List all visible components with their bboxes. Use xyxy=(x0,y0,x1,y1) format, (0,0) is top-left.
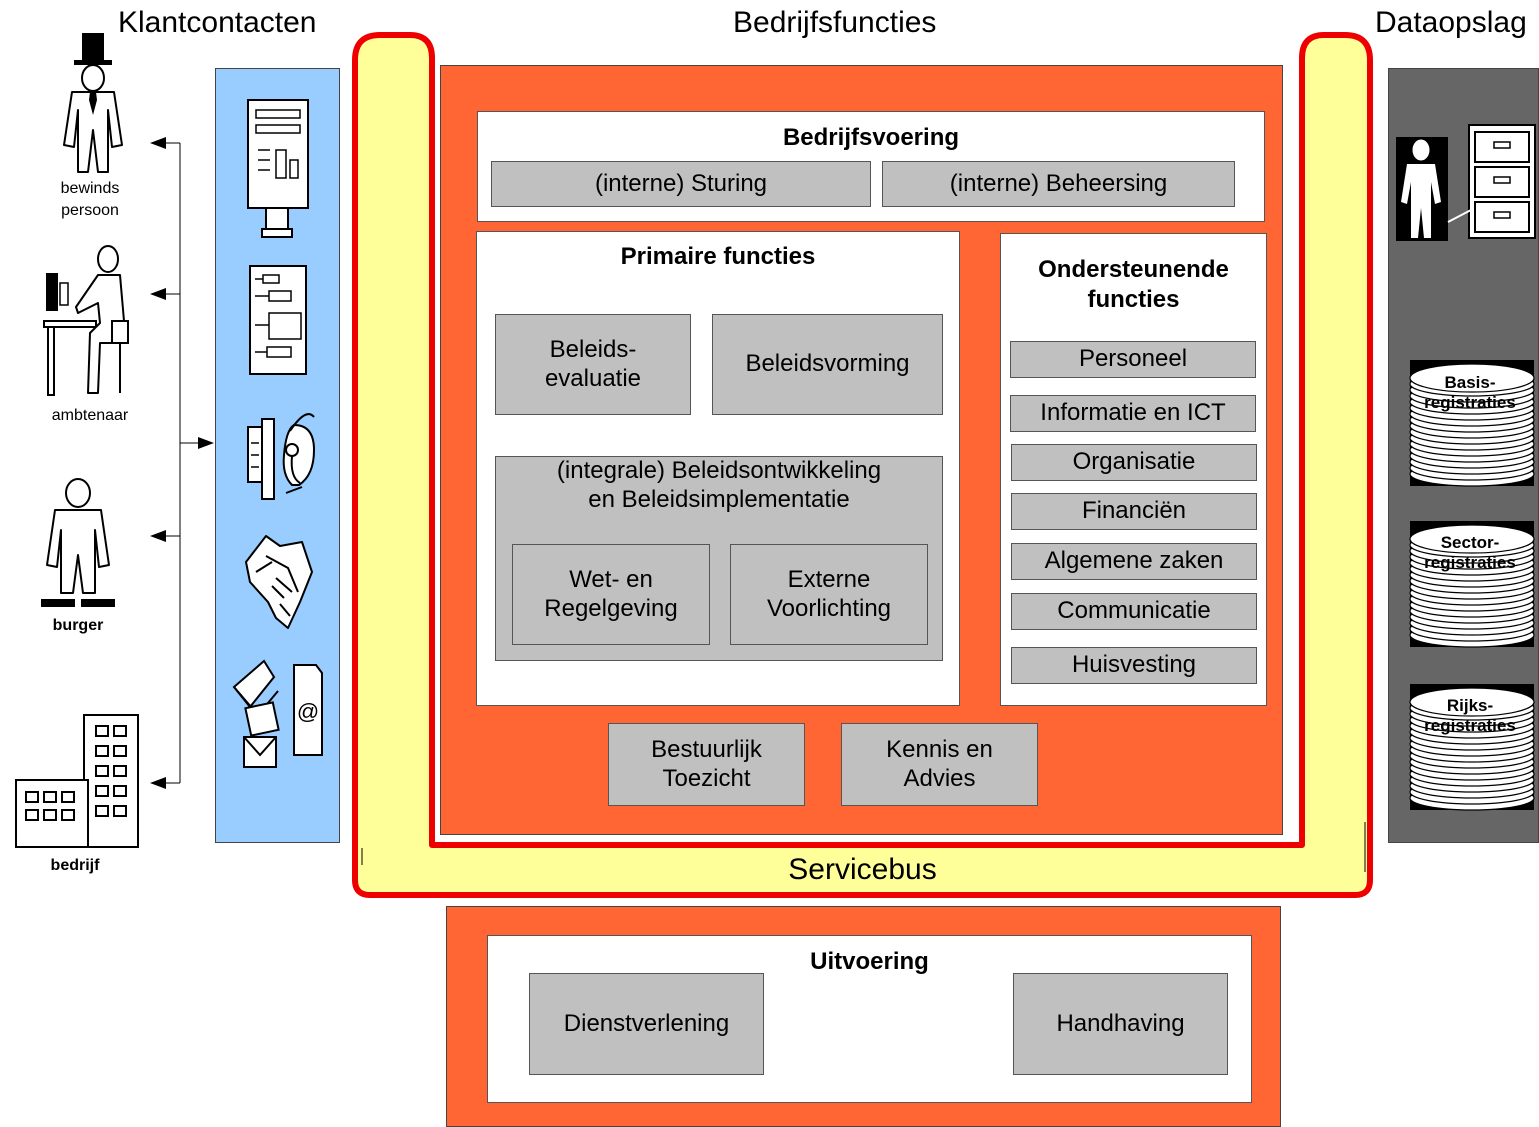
handshake-icon xyxy=(245,535,313,629)
financien-box: Financiën xyxy=(1011,493,1257,530)
informatie-ict-box: Informatie en ICT xyxy=(1010,395,1256,432)
algemene-zaken-box: Algemene zaken xyxy=(1011,543,1257,580)
top-hat-person-icon xyxy=(63,33,123,173)
kennis-advies-box: Kennis en Advies xyxy=(841,723,1038,806)
sturing-box: (interne) Sturing xyxy=(491,161,871,207)
beleidsontwikkeling-label: (integrale) Beleidsontwikkeling en Belei… xyxy=(556,457,882,514)
svg-text:@: @ xyxy=(297,699,319,724)
archive-person-icon xyxy=(1396,124,1536,241)
heading-bedrijfsfuncties: Bedrijfsfuncties xyxy=(733,6,937,39)
servicebus-label: Servicebus xyxy=(788,853,937,886)
beleidsvorming-box: Beleidsvorming xyxy=(712,314,943,415)
sectorregistraties-db-icon xyxy=(1409,521,1535,648)
basisregistraties-db-icon xyxy=(1409,360,1535,487)
office-building-icon xyxy=(15,714,139,848)
sectorregistraties-label: Sector- registraties xyxy=(1424,533,1516,573)
kiosk-terminal-icon xyxy=(247,99,309,238)
beleidsevaluatie-box: Beleids- evaluatie xyxy=(495,314,691,415)
dienstverlening-box: Dienstverlening xyxy=(529,973,764,1075)
ondersteunende-functies-title: Ondersteunende functies xyxy=(1038,256,1229,313)
primaire-functies-title: Primaire functies xyxy=(620,243,816,270)
rijksregistraties-db-icon xyxy=(1409,684,1535,811)
heading-klantcontacten: Klantcontacten xyxy=(118,6,317,39)
bestuurlijk-toezicht-box: Bestuurlijk Toezicht xyxy=(608,723,805,806)
wet-regelgeving-box: Wet- en Regelgeving xyxy=(512,544,710,645)
basisregistraties-label: Basis- registraties xyxy=(1424,373,1516,413)
form-document-icon xyxy=(249,265,307,375)
actor-connectors xyxy=(150,137,214,789)
bedrijfsvoering-title: Bedrijfsvoering xyxy=(782,124,960,151)
communicatie-box: Communicatie xyxy=(1011,593,1257,630)
actor-label-bewindspersoon: bewinds persoon xyxy=(60,180,120,219)
citizen-icon xyxy=(41,478,115,607)
actor-label-ambtenaar: ambtenaar xyxy=(51,407,129,424)
personeel-box: Personeel xyxy=(1010,341,1256,378)
externe-voorlichting-box: Externe Voorlichting xyxy=(730,544,928,645)
huisvesting-box: Huisvesting xyxy=(1011,647,1257,684)
heading-dataopslag: Dataopslag xyxy=(1375,6,1527,39)
beheersing-box: (interne) Beheersing xyxy=(882,161,1235,207)
rijksregistraties-label: Rijks- registraties xyxy=(1424,696,1516,736)
uitvoering-title: Uitvoering xyxy=(810,948,929,975)
mail-email-icon: @ xyxy=(232,659,323,768)
organisatie-box: Organisatie xyxy=(1011,444,1257,481)
desk-worker-icon xyxy=(43,245,129,396)
handhaving-box: Handhaving xyxy=(1013,973,1228,1075)
phone-headset-icon xyxy=(247,413,316,500)
actor-label-burger: burger xyxy=(52,617,104,634)
actor-label-bedrijf: bedrijf xyxy=(50,857,100,874)
